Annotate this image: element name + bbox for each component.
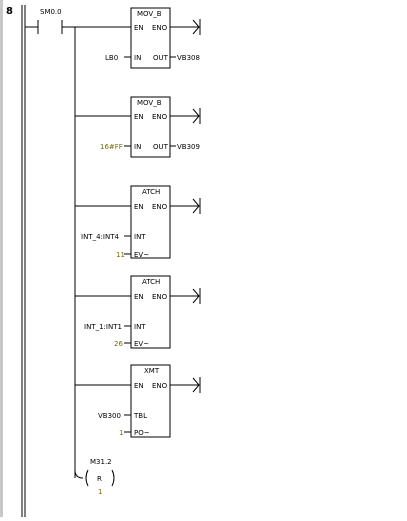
block-port-operand: 1 <box>119 429 123 437</box>
block-eno: ENO <box>152 293 168 301</box>
block-pin-tbl: TBL <box>133 412 147 420</box>
block-output-operand: VB308 <box>177 54 200 62</box>
block-input-operand: LB0 <box>105 54 118 62</box>
block-title: MOV_B <box>137 10 162 18</box>
block-en: EN <box>134 113 144 121</box>
block-title: XMT <box>144 367 160 375</box>
block-pin-out: OUT <box>153 143 169 151</box>
block-pin-port: PO~ <box>134 429 150 437</box>
block-pin-out: OUT <box>153 54 169 62</box>
atch-block-1[interactable]: ATCH EN ENO INT EV~ INT_4:INT4 11 <box>75 185 201 259</box>
block-ev-operand: 26 <box>114 340 123 348</box>
block-title: ATCH <box>142 188 160 196</box>
block-pin-in: IN <box>134 54 141 62</box>
block-eno: ENO <box>152 113 168 121</box>
xmt-block[interactable]: XMT EN ENO TBL PO~ VB300 1 <box>75 364 201 438</box>
mov-b-block-2[interactable]: MOV_B EN ENO IN OUT 16#FF VB309 <box>75 96 201 158</box>
block-pin-ev: EV~ <box>134 251 149 259</box>
block-eno: ENO <box>152 24 168 32</box>
block-en: EN <box>134 293 144 301</box>
network-number: 8 <box>6 6 13 17</box>
block-pin-int: INT <box>134 323 146 331</box>
block-pin-ev: EV~ <box>134 340 149 348</box>
mov-b-block-1[interactable]: MOV_B EN ENO IN OUT LB0 VB308 <box>75 7 201 69</box>
block-int-operand: INT_4:INT4 <box>81 233 119 241</box>
coil-count: 1 <box>98 488 102 496</box>
atch-block-2[interactable]: ATCH EN ENO INT EV~ INT_1:INT1 26 <box>75 275 201 349</box>
block-en: EN <box>134 382 144 390</box>
block-en: EN <box>134 203 144 211</box>
reset-coil[interactable]: M31.2 R 1 <box>74 458 115 496</box>
contact-address: SM0.0 <box>40 8 62 16</box>
power-rail <box>21 5 26 517</box>
block-ev-operand: 11 <box>116 251 125 259</box>
block-eno: ENO <box>152 382 168 390</box>
block-output-operand: VB309 <box>177 143 200 151</box>
contact-sm0-0[interactable]: SM0.0 <box>25 8 75 34</box>
block-int-operand: INT_1:INT1 <box>84 323 122 331</box>
block-title: MOV_B <box>137 99 162 107</box>
coil-type: R <box>97 475 102 483</box>
coil-address: M31.2 <box>90 458 112 466</box>
block-tbl-operand: VB300 <box>98 412 121 420</box>
block-eno: ENO <box>152 203 168 211</box>
block-pin-int: INT <box>134 233 146 241</box>
block-title: ATCH <box>142 278 160 286</box>
block-pin-in: IN <box>134 143 141 151</box>
block-input-operand: 16#FF <box>100 143 123 151</box>
block-en: EN <box>134 24 144 32</box>
left-margin <box>0 0 3 517</box>
